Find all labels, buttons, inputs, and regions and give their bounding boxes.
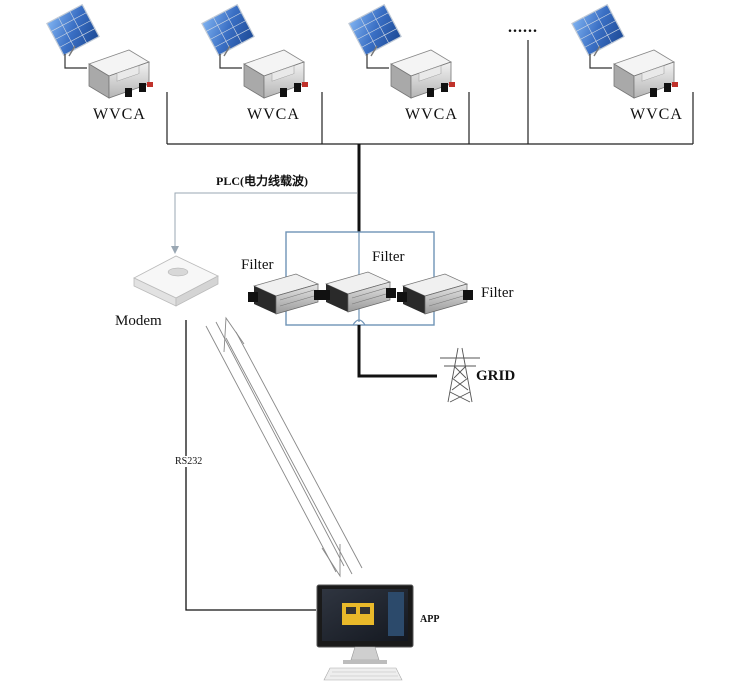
modem-label: Modem [115,313,162,329]
computer-icon [316,584,414,681]
solar-inverter-unit-1 [46,4,154,99]
grid-label: GRID [476,368,516,384]
rs232-cable-line [185,320,316,611]
more-units-ellipsis: ...... [508,19,538,36]
ac-bus-wiring [166,40,694,145]
app-label: APP [420,614,440,625]
transmission-tower-icon [440,347,480,403]
filter-label-3: Filter [481,285,514,301]
filter-device-3 [396,273,474,315]
filter-label-2: Filter [372,249,405,265]
solar-inverter-unit-3 [348,4,456,99]
inverter-label-3: WVCA [405,106,458,123]
grid-connection-line [357,325,437,378]
wireless-link-arrows [205,316,363,578]
filter-device-2 [319,271,397,313]
filter-label-1: Filter [241,257,274,273]
rs232-label: RS232 [174,456,204,467]
plc-label: PLC(电力线载波) [216,174,308,188]
plc-signal-line [171,192,357,254]
solar-inverter-unit-2 [201,4,309,99]
filter-device-1 [247,273,325,315]
inverter-label-2: WVCA [247,106,300,123]
inverter-label-4: WVCA [630,106,683,123]
modem-device-icon [133,255,219,307]
inverter-label-1: WVCA [93,106,146,123]
solar-inverter-unit-4 [571,4,679,99]
